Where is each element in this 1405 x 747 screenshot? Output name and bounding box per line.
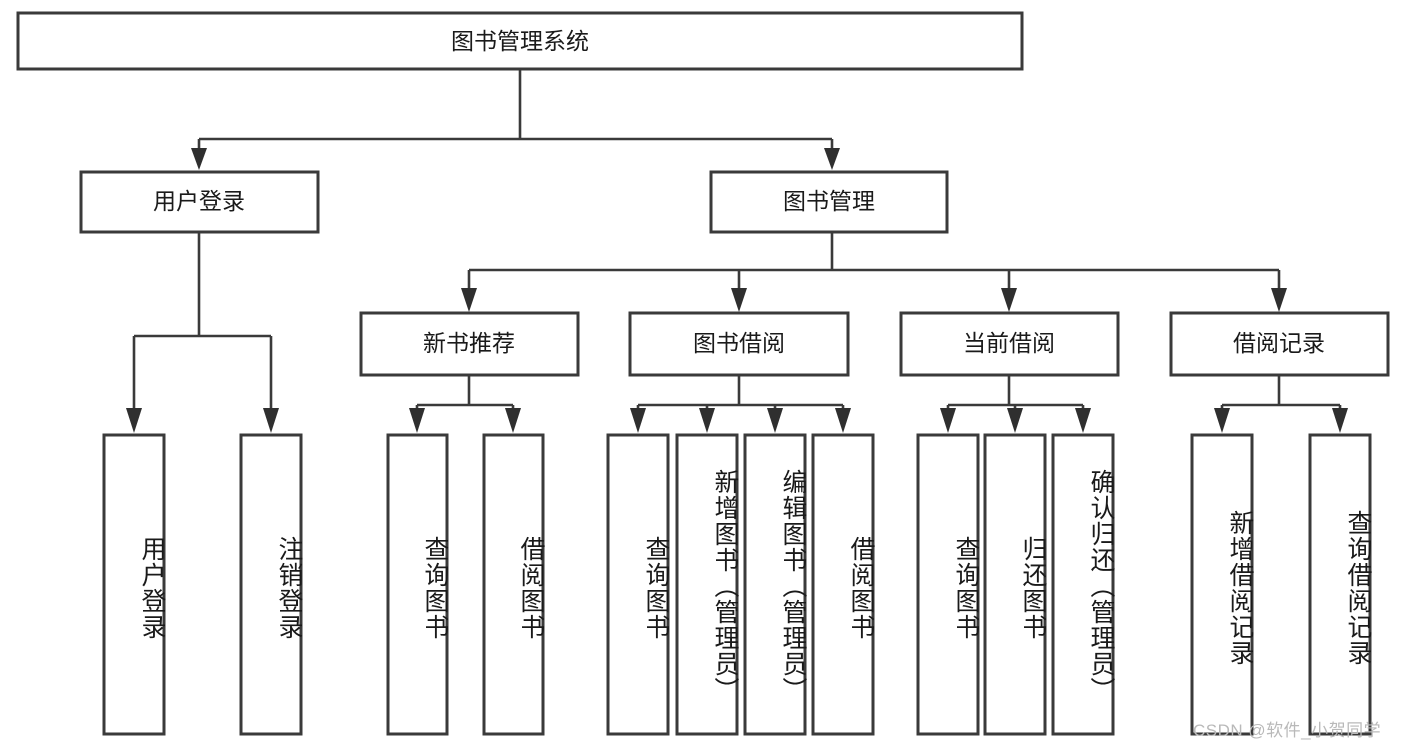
node-leaf-user-login[interactable]: [102, 433, 166, 736]
node-current-borrow-label: 当前借阅: [963, 330, 1055, 356]
node-borrow-record[interactable]: [1169, 311, 1390, 377]
arrow-level3-2: [731, 288, 747, 312]
arrow-leaf-4: [505, 408, 521, 433]
node-book-management-label: 图书管理: [783, 188, 875, 214]
edge-layer: [126, 69, 1348, 433]
arrow-leaf-6: [699, 408, 715, 433]
node-book-borrow-label: 图书借阅: [693, 330, 785, 356]
node-leaf-edit-book[interactable]: [743, 433, 807, 736]
arrow-to-book-management: [824, 148, 840, 170]
node-leaf-query-book-a[interactable]: [386, 433, 449, 736]
arrow-leaf-3: [409, 408, 425, 433]
arrow-leaf-8: [835, 408, 851, 433]
watermark: CSDN @软件_小贺同学: [1193, 721, 1382, 740]
node-book-management[interactable]: [709, 170, 949, 234]
node-leaf-borrow-book-a[interactable]: [482, 433, 545, 736]
arrow-level3-3: [1001, 288, 1017, 312]
arrow-leaf-12: [1214, 408, 1230, 433]
node-root-label: 图书管理系统: [451, 28, 589, 54]
arrow-to-user-login: [191, 148, 207, 170]
node-leaf-return-book[interactable]: [983, 433, 1047, 736]
arrow-leaf-7: [767, 408, 783, 433]
node-leaf-query-book-b[interactable]: [606, 433, 670, 736]
arrow-level3-1: [461, 288, 477, 312]
node-current-borrow[interactable]: [899, 311, 1120, 377]
arrow-leaf-5: [630, 408, 646, 433]
arrow-leaf-1: [126, 408, 142, 433]
node-leaf-query-record[interactable]: [1308, 433, 1372, 736]
node-leaf-logout[interactable]: [239, 433, 303, 736]
node-user-login-label: 用户登录: [153, 188, 245, 214]
node-leaf-query-book-c[interactable]: [916, 433, 980, 736]
node-book-borrow[interactable]: [628, 311, 850, 377]
node-layer: 图书管理系统 用户登录 图书管理 新书推荐 图书借阅 当前借阅 借阅记录: [16, 11, 1390, 736]
arrow-level3-4: [1271, 288, 1287, 312]
node-leaf-borrow-book-b[interactable]: [811, 433, 875, 736]
node-borrow-record-label: 借阅记录: [1233, 330, 1325, 356]
node-new-book-recommend-label: 新书推荐: [423, 330, 515, 356]
arrow-leaf-11: [1075, 408, 1091, 433]
arrow-leaf-13: [1332, 408, 1348, 433]
arrow-leaf-2: [263, 408, 279, 433]
arrow-leaf-9: [940, 408, 956, 433]
node-new-book-recommend[interactable]: [359, 311, 580, 377]
arrow-leaf-10: [1007, 408, 1023, 433]
node-leaf-add-book[interactable]: [675, 433, 739, 736]
node-leaf-add-record[interactable]: [1190, 433, 1254, 736]
node-leaf-confirm-return[interactable]: [1051, 433, 1115, 736]
node-root[interactable]: [16, 11, 1024, 71]
node-user-login[interactable]: [79, 170, 320, 234]
